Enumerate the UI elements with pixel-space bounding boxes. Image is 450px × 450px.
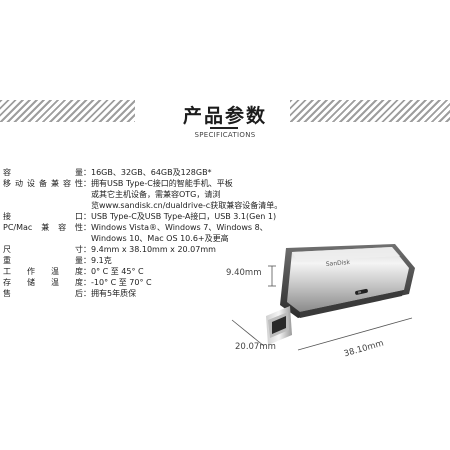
dim-width-label: 20.07mm: [235, 342, 276, 352]
dim-length-label: 38.10mm: [343, 339, 385, 360]
spec-label: 尺 寸: [3, 245, 83, 254]
spec-colon: ：: [83, 168, 91, 177]
spec-label: 工 作 温 度: [3, 267, 83, 276]
spec-value: 拥有5年质保: [91, 289, 137, 298]
spec-row: 尺 寸：9.4mm x 38.10mm x 20.07mm: [3, 244, 303, 255]
spec-value: 拥有USB Type-C接口的智能手机、平板: [91, 179, 233, 188]
spec-row: 存 储 温 度：-10° C 至 70° C: [3, 277, 303, 288]
spec-values: Windows Vista®、Windows 7、Windows 8、 Windo…: [91, 222, 268, 244]
spec-values: USB Type-C及USB Type-A接口，USB 3.1(Gen 1): [91, 211, 276, 222]
spec-colon: ：: [83, 256, 91, 265]
spec-colon: ：: [83, 212, 91, 221]
spec-label: 重 量: [3, 256, 83, 265]
page-title: 产品参数: [182, 105, 267, 127]
spec-values: 拥有5年质保: [91, 288, 136, 299]
spec-colon: ：: [83, 289, 91, 298]
header-decoration: [0, 100, 450, 124]
spec-row: 工 作 温 度：0° C 至 45° C: [3, 266, 303, 277]
spec-value: 16GB、32GB、64GB及128GB*: [91, 168, 212, 177]
spec-value: 览www.sandisk.cn/dualdrive-c获取兼容设备清单。: [91, 201, 283, 210]
spec-label: 容 量: [3, 168, 83, 177]
spec-value: Windows 10、Mac OS 10.6+及更高: [91, 234, 229, 243]
title-underline: [210, 127, 238, 129]
spec-label: PC/Mac兼容性: [3, 223, 83, 232]
spec-row: 接 口：USB Type-C及USB Type-A接口，USB 3.1(Gen …: [3, 211, 303, 222]
spec-row: 售 后：拥有5年质保: [3, 288, 303, 299]
spec-value: USB Type-C及USB Type-A接口，USB 3.1(Gen 1): [91, 212, 277, 221]
spec-value: 或其它主机设备，需兼容OTG，请浏: [91, 190, 221, 199]
spec-value: Windows Vista®、Windows 7、Windows 8、: [91, 223, 268, 232]
spec-value: 9.4mm x 38.10mm x 20.07mm: [91, 245, 216, 254]
spec-value: 9.1克: [91, 256, 112, 265]
spec-value: -10° C 至 70° C: [91, 278, 152, 287]
spec-colon: ：: [83, 179, 91, 188]
spec-colon: ：: [83, 223, 91, 232]
spec-list: 容 量：16GB、32GB、64GB及128GB*移动设备兼容性：拥有USB T…: [3, 167, 303, 299]
right-stripe-decoration: [290, 100, 450, 122]
spec-values: 16GB、32GB、64GB及128GB*: [91, 167, 212, 178]
brand-logo: SanDisk: [326, 259, 351, 268]
spec-label: 售 后: [3, 289, 83, 298]
spec-colon: ：: [83, 245, 91, 254]
spec-values: 拥有USB Type-C接口的智能手机、平板或其它主机设备，需兼容OTG，请浏览…: [91, 178, 282, 211]
spec-row: 重 量：9.1克: [3, 255, 303, 266]
page-subtitle: SPECIFICATIONS: [194, 131, 256, 139]
spec-value: 0° C 至 45° C: [91, 267, 144, 276]
spec-label: 接 口: [3, 212, 83, 221]
left-stripe-decoration: [0, 100, 135, 122]
spec-row: 容 量：16GB、32GB、64GB及128GB*: [3, 167, 303, 178]
spec-label: 存 储 温 度: [3, 278, 83, 287]
spec-values: -10° C 至 70° C: [91, 277, 152, 288]
spec-colon: ：: [83, 278, 91, 287]
spec-values: 9.1克: [91, 255, 112, 266]
spec-label: 移动设备兼容性: [3, 179, 83, 188]
spec-values: 0° C 至 45° C: [91, 266, 144, 277]
spec-colon: ：: [83, 267, 91, 276]
spec-values: 9.4mm x 38.10mm x 20.07mm: [91, 244, 216, 255]
spec-row: 移动设备兼容性：拥有USB Type-C接口的智能手机、平板或其它主机设备，需兼…: [3, 178, 303, 211]
flash-drive: SanDisk: [266, 244, 415, 345]
dim-height-label: 9.40mm: [226, 268, 262, 278]
spec-row: PC/Mac兼容性：Windows Vista®、Windows 7、Windo…: [3, 222, 303, 244]
dimension-lines: [231, 265, 413, 351]
